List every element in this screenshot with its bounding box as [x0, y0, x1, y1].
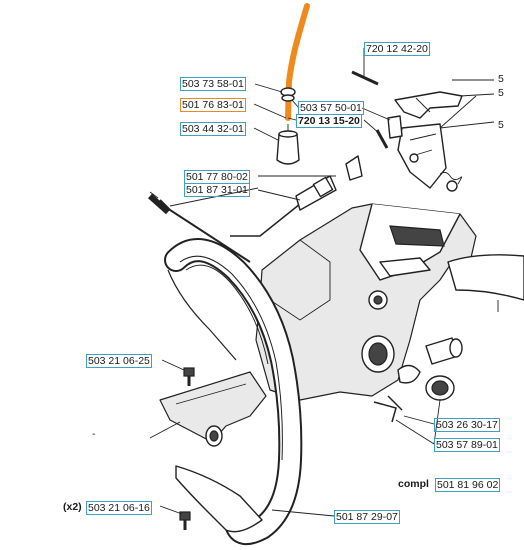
dash-mark: - — [92, 428, 96, 440]
screw-upper — [183, 367, 195, 386]
throttle-trigger — [394, 91, 463, 119]
callout-503-44-32-01[interactable]: 503 44 32-01 — [180, 122, 246, 136]
callout-5-c[interactable]: 5 — [498, 119, 504, 131]
callout-501-77-80-02[interactable]: 501 77 80-02 — [184, 170, 250, 184]
callout-720-12-42-20[interactable]: 720 12 42-20 — [364, 42, 430, 56]
spring-clip — [446, 180, 458, 192]
callout-503-73-58-01[interactable]: 503 73 58-01 — [180, 77, 246, 91]
callout-503-21-06-16[interactable]: 503 21 06-16 — [86, 501, 152, 515]
callout-503-57-50-01[interactable]: 503 57 50-01 — [298, 101, 364, 115]
callout-501-87-31-01[interactable]: 501 87 31-01 — [184, 183, 250, 197]
callout-503-57-89-01[interactable]: 503 57 89-01 — [434, 438, 500, 452]
callout-503-26-30-17[interactable]: 503 26 30-17 — [434, 418, 500, 432]
pin-top — [351, 70, 379, 86]
callout-501-81-96-02[interactable]: 501 81 96 02 — [435, 478, 501, 492]
quantity-x2: (x2) — [63, 501, 82, 513]
bottom-plate — [175, 465, 263, 533]
retaining-ring — [397, 364, 421, 384]
throttle-rod — [159, 199, 251, 263]
linkage-rod — [230, 203, 301, 237]
fuel-hose-highlighted — [285, 3, 310, 121]
callout-501-87-29-07[interactable]: 501 87 29-07 — [334, 510, 400, 524]
callout-720-13-15-20[interactable]: 720 13 15-20 — [296, 114, 362, 128]
screw-lower — [179, 511, 191, 530]
callout-501-76-83-01[interactable]: 501 76 83-01 — [180, 98, 246, 112]
callout-5-a[interactable]: 5 — [498, 73, 504, 85]
rear-handle-grip — [447, 254, 524, 301]
callout-503-21-06-25[interactable]: 503 21 06-25 — [86, 354, 152, 368]
throttle-lock — [397, 123, 447, 189]
callout-5-b[interactable]: 5 — [498, 87, 504, 99]
compl-label: compl — [398, 478, 429, 490]
fuel-filter — [276, 133, 300, 165]
small-clip — [345, 155, 363, 181]
